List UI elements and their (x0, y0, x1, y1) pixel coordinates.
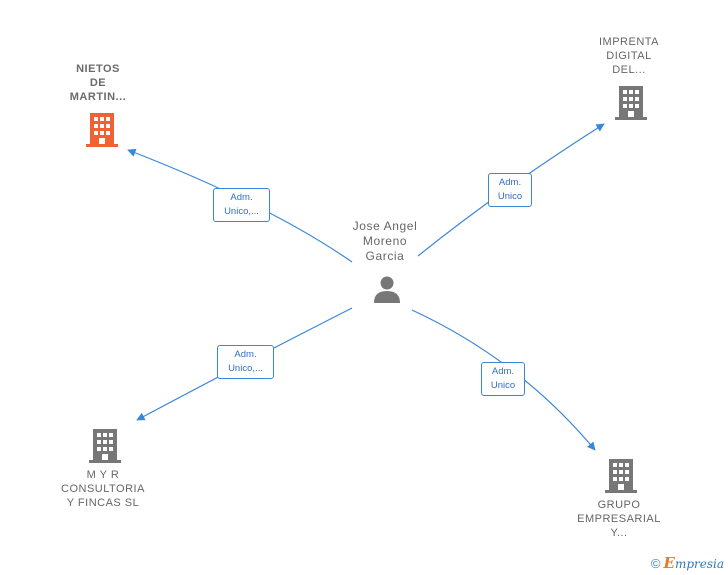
edge-label-grupo[interactable]: Adm. Unico (481, 362, 525, 396)
edge-label-nietos[interactable]: Adm. Unico,... (213, 188, 270, 222)
company-label-grupo[interactable]: GRUPO EMPRESARIAL Y... (577, 499, 661, 539)
building-icon[interactable] (86, 113, 118, 148)
company-label-nietos[interactable]: NIETOS DE MARTIN... (69, 63, 127, 103)
edge-label-myr[interactable]: Adm. Unico,... (217, 345, 274, 379)
person-name[interactable]: Jose Angel Moreno Garcia (352, 219, 418, 263)
brand-name: mpresia (674, 557, 724, 571)
building-icon[interactable] (615, 86, 647, 121)
company-label-imprenta[interactable]: IMPRENTA DIGITAL DEL... (598, 36, 660, 76)
brand-initial: E (663, 554, 675, 572)
company-label-myr[interactable]: M Y R CONSULTORIA Y FINCAS SL (61, 469, 145, 509)
building-icon[interactable] (89, 429, 121, 464)
person-icon[interactable] (372, 274, 402, 304)
empresia-watermark: © Empresia (651, 554, 724, 572)
copyright-symbol: © (650, 555, 661, 571)
building-icon[interactable] (605, 459, 637, 494)
edge-label-imprenta[interactable]: Adm. Unico (488, 173, 532, 207)
